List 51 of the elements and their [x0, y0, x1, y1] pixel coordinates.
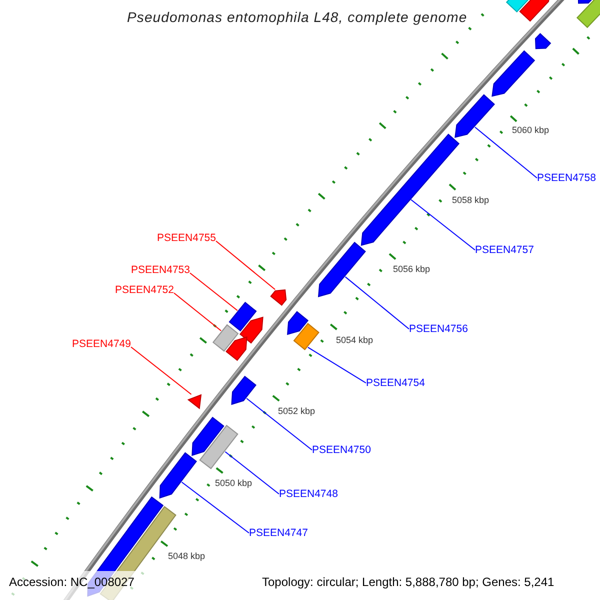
scale-label: 5060 kbp	[512, 124, 550, 136]
gene-feature	[226, 336, 248, 361]
gene-label: PSEEN4755	[157, 232, 216, 244]
gene-feature	[159, 452, 197, 499]
gene-label: PSEEN4756	[409, 323, 468, 335]
gene-feature	[287, 310, 309, 336]
gene-label: PSEEN4753	[131, 264, 190, 276]
footer-text: Topology: circular; Length: 5,888,780 bp; Genes: 5,241	[262, 576, 554, 588]
gene-block	[576, 0, 600, 28]
gene-feature	[578, 0, 594, 4]
scale-label: 5054 kbp	[336, 334, 374, 346]
gene-block	[199, 424, 238, 470]
leader-line	[474, 126, 538, 178]
gene-feature	[492, 50, 536, 97]
leader-line	[307, 346, 366, 384]
gene-label: PSEEN4749	[72, 338, 131, 350]
leader-line	[130, 346, 192, 395]
gene-label: PSEEN4748	[279, 488, 338, 500]
gene-feature	[318, 242, 366, 298]
gene-label: PSEEN4752	[115, 284, 174, 296]
leader-line	[410, 199, 476, 250]
gene-label: PSEEN4758	[537, 172, 596, 184]
gene-feature	[519, 0, 552, 22]
scale-label: 5056 kbp	[393, 263, 430, 275]
scale-label: 5052 kbp	[278, 405, 316, 417]
leader-line	[344, 276, 410, 330]
leader-line	[246, 398, 312, 450]
gene-label: PSEEN4747	[249, 527, 308, 539]
gene-feature	[239, 316, 264, 344]
footer-text: Accession: NC_008027	[9, 576, 134, 588]
gene-feature	[187, 394, 202, 410]
gene-label: PSEEN4750	[312, 444, 371, 456]
gene-label: PSEEN4754	[366, 377, 425, 389]
gene-label: PSEEN4757	[475, 244, 534, 256]
leader-line	[216, 240, 276, 290]
scale-label: 5050 kbp	[215, 477, 252, 489]
leader-line	[181, 482, 250, 534]
leader-line	[190, 272, 238, 311]
leader-line	[174, 292, 222, 332]
gene-block	[293, 322, 320, 350]
scale-label: 5058 kbp	[452, 194, 490, 206]
leader-line	[224, 451, 280, 494]
gene-feature	[231, 376, 256, 405]
title: Pseudomonas entomophila L48, complete genome	[127, 11, 468, 23]
gene-feature	[270, 289, 287, 306]
gene-feature	[192, 416, 224, 456]
gene-block	[228, 302, 257, 332]
gene-block	[212, 324, 239, 352]
gene-feature	[534, 32, 552, 50]
gene-feature	[454, 94, 495, 138]
scale-label: 5048 kbp	[168, 550, 206, 562]
